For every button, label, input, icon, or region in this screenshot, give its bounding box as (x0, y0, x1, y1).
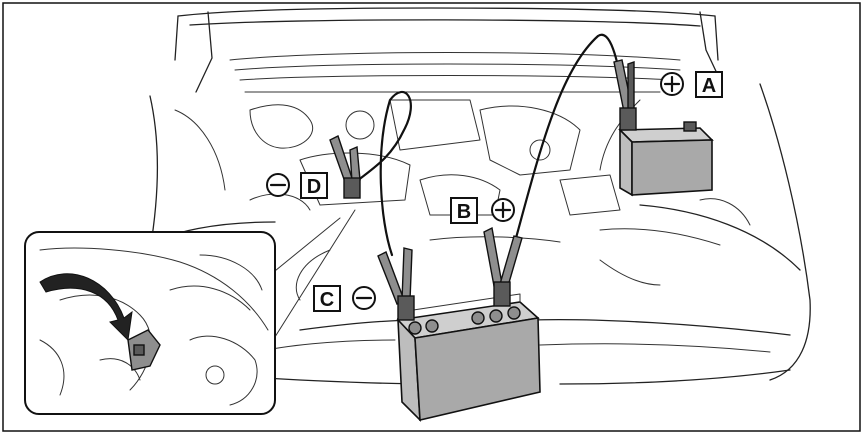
booster-cap-2 (472, 312, 484, 324)
label-b-group: B (451, 198, 514, 223)
clamp-negative-ground (330, 136, 360, 198)
detail-inset (25, 210, 355, 414)
booster-cap-1 (426, 320, 438, 332)
booster-terminal-negative (409, 322, 421, 334)
battery-positive-terminal (684, 122, 696, 131)
label-d-group: D (267, 173, 327, 198)
label-d: D (307, 176, 321, 198)
booster-cap-3 (508, 307, 520, 319)
label-a: A (702, 75, 716, 97)
booster-battery (398, 294, 540, 420)
label-c-group: C (314, 286, 375, 311)
label-c: C (320, 289, 334, 311)
label-a-group: A (661, 72, 722, 97)
clamp-positive-car (614, 60, 636, 130)
booster-terminal-positive (490, 310, 502, 322)
vehicle-battery (620, 122, 712, 195)
clamp-negative-booster (378, 248, 414, 320)
label-b: B (457, 201, 471, 223)
negative-cable (352, 92, 411, 255)
